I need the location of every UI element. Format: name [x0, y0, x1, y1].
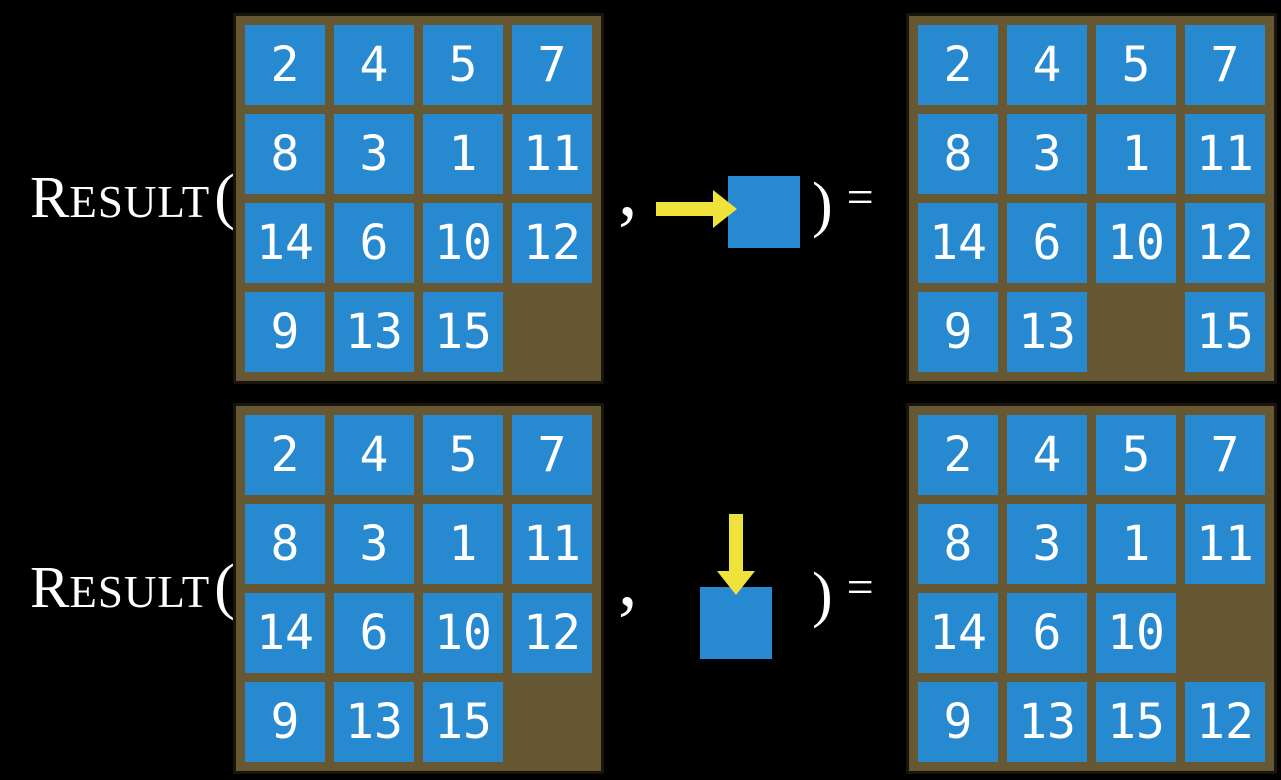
puzzle-tile: 13 — [1007, 292, 1087, 372]
puzzle-tile: 6 — [1007, 203, 1087, 283]
puzzle-tile: 15 — [423, 682, 503, 762]
puzzle-tile: 13 — [334, 292, 414, 372]
puzzle-tile: 3 — [1007, 114, 1087, 194]
blank-cell — [1096, 292, 1176, 372]
puzzle-tile: 9 — [918, 682, 998, 762]
comma: , — [618, 535, 638, 622]
function-name-rest: ESULT — [69, 567, 211, 617]
move-down-group — [700, 514, 772, 659]
puzzle-tile: 1 — [423, 504, 503, 584]
puzzle-tile: 11 — [512, 504, 592, 584]
puzzle-tile: 2 — [245, 25, 325, 105]
puzzle-tile: 3 — [1007, 504, 1087, 584]
puzzle-tile: 11 — [1185, 114, 1265, 194]
puzzle-tile: 13 — [1007, 682, 1087, 762]
puzzle-tile: 1 — [1096, 114, 1176, 194]
puzzle-tile: 6 — [334, 593, 414, 673]
move-right-arrow-icon — [656, 190, 737, 228]
puzzle-tile: 9 — [245, 292, 325, 372]
puzzle-tile: 14 — [918, 593, 998, 673]
comma: , — [618, 145, 638, 232]
puzzle-tile: 12 — [1185, 203, 1265, 283]
puzzle-tile: 11 — [1185, 504, 1265, 584]
puzzle-tile: 4 — [334, 415, 414, 495]
close-paren: ) — [812, 561, 833, 629]
equals-sign: = — [846, 561, 874, 614]
moved-tile-square — [728, 176, 800, 248]
puzzle-tile: 14 — [918, 203, 998, 283]
moved-tile-square — [700, 587, 772, 659]
puzzle-tile: 1 — [423, 114, 503, 194]
puzzle-tile: 3 — [334, 504, 414, 584]
function-name-initial: R — [30, 554, 70, 620]
puzzle-tile: 13 — [334, 682, 414, 762]
puzzle-tile: 6 — [334, 203, 414, 283]
blank-cell — [1185, 593, 1265, 673]
puzzle-tile: 15 — [1096, 682, 1176, 762]
puzzle-tile: 12 — [512, 203, 592, 283]
blank-cell — [512, 682, 592, 762]
puzzle-tile: 15 — [423, 292, 503, 372]
puzzle-tile: 2 — [918, 415, 998, 495]
puzzle-tile: 14 — [245, 203, 325, 283]
puzzle-tile: 5 — [1096, 415, 1176, 495]
puzzle-tile: 10 — [423, 203, 503, 283]
puzzle-tile: 10 — [423, 593, 503, 673]
puzzle-tile: 10 — [1096, 593, 1176, 673]
puzzle-tile: 9 — [245, 682, 325, 762]
puzzle-tile: 1 — [1096, 504, 1176, 584]
puzzle-tile: 6 — [1007, 593, 1087, 673]
puzzle-tile: 10 — [1096, 203, 1176, 283]
puzzle-tile: 12 — [1185, 682, 1265, 762]
puzzle-tile: 2 — [918, 25, 998, 105]
puzzle-tile: 5 — [423, 25, 503, 105]
puzzle-tile: 7 — [512, 415, 592, 495]
puzzle-tile: 7 — [1185, 25, 1265, 105]
close-paren-equals: ) = — [812, 168, 874, 242]
function-name-initial: R — [30, 164, 70, 230]
blank-cell — [512, 292, 592, 372]
puzzle-tile: 4 — [1007, 25, 1087, 105]
puzzle-tile: 9 — [918, 292, 998, 372]
puzzle-tile: 3 — [334, 114, 414, 194]
puzzle-tile: 8 — [918, 504, 998, 584]
puzzle-tile: 15 — [1185, 292, 1265, 372]
puzzle-tile: 5 — [1096, 25, 1176, 105]
equals-sign: = — [846, 171, 874, 224]
puzzle-tile: 4 — [1007, 415, 1087, 495]
puzzle-tile: 5 — [423, 415, 503, 495]
puzzle-tile: 14 — [245, 593, 325, 673]
close-paren-equals: ) = — [812, 558, 874, 632]
puzzle-tile: 2 — [245, 415, 325, 495]
open-paren: ( — [214, 163, 235, 231]
close-paren: ) — [812, 171, 833, 239]
puzzle-tile: 4 — [334, 25, 414, 105]
puzzle-tile: 12 — [512, 593, 592, 673]
puzzle-tile: 8 — [245, 114, 325, 194]
function-name-rest: ESULT — [69, 177, 211, 227]
open-paren: ( — [214, 553, 235, 621]
puzzle-tile: 7 — [1185, 415, 1265, 495]
puzzle-tile: 8 — [918, 114, 998, 194]
puzzle-tile: 8 — [245, 504, 325, 584]
move-down-arrow-icon — [717, 514, 755, 595]
puzzle-tile: 7 — [512, 25, 592, 105]
puzzle-tile: 11 — [512, 114, 592, 194]
